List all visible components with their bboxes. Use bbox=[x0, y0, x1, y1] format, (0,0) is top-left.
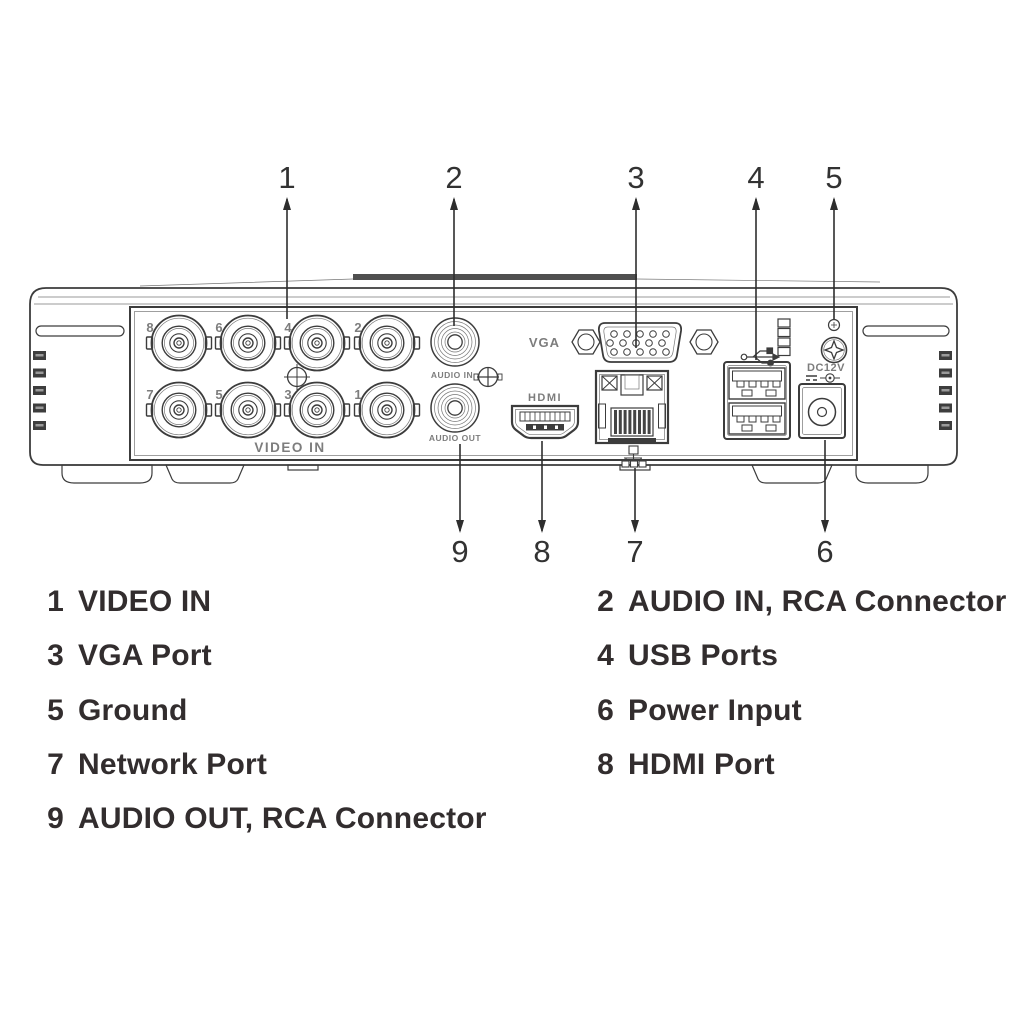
bnc-label-4: 4 bbox=[284, 320, 292, 335]
dvr-rear-panel-diagram: 8 6 4 2 7 5 3 1 VIDEO IN AUDIO IN AUDIO … bbox=[29, 160, 958, 569]
callout-arrowheads bbox=[283, 197, 838, 533]
left-handle-slot bbox=[35, 325, 125, 337]
legend-label: AUDIO OUT, RCA Connector bbox=[78, 802, 487, 835]
audio-out-label: AUDIO OUT bbox=[429, 433, 482, 443]
right-vents bbox=[939, 351, 952, 430]
legend-item: 9 AUDIO OUT, RCA Connector bbox=[40, 803, 487, 835]
left-vents bbox=[33, 351, 46, 430]
legend-label: USB Ports bbox=[628, 639, 779, 672]
vga-nut-left bbox=[571, 329, 601, 355]
legend-num: 9 bbox=[47, 802, 64, 835]
legend-item: 5 Ground bbox=[40, 695, 188, 727]
rj45-pins bbox=[614, 410, 651, 434]
vga-label: VGA bbox=[529, 335, 560, 350]
legend-item: 1 VIDEO IN bbox=[40, 586, 211, 618]
legend-label: AUDIO IN, RCA Connector bbox=[628, 585, 1007, 618]
vga-pins bbox=[606, 330, 670, 356]
callout-1: 1 bbox=[278, 160, 295, 195]
bnc-label-8: 8 bbox=[146, 320, 153, 335]
legend-item: 4 USB Ports bbox=[590, 640, 778, 672]
panel-screw-icon bbox=[284, 364, 310, 390]
bnc-label-3: 3 bbox=[284, 387, 291, 402]
hdmi-port: HDMI bbox=[510, 392, 580, 440]
port-panel bbox=[129, 306, 858, 461]
audio-in-rca: AUDIO IN bbox=[430, 317, 503, 388]
legend-num: 6 bbox=[597, 694, 614, 727]
ground-screw bbox=[820, 318, 848, 364]
legend-item: 7 Network Port bbox=[40, 749, 267, 781]
callout-8: 8 bbox=[533, 534, 550, 569]
callout-5: 5 bbox=[825, 160, 842, 195]
legend-label: VIDEO IN bbox=[78, 585, 212, 618]
bnc-label-6: 6 bbox=[215, 320, 222, 335]
legend-num: 7 bbox=[47, 748, 64, 781]
legend-num: 1 bbox=[47, 585, 64, 618]
audio-in-label: AUDIO IN bbox=[431, 370, 473, 380]
right-handle-slot bbox=[862, 325, 950, 337]
audio-out-rca: AUDIO OUT bbox=[429, 383, 482, 443]
usb-receptacle-top bbox=[728, 367, 786, 400]
legend-num: 2 bbox=[597, 585, 614, 618]
screw-washer-icon bbox=[473, 366, 503, 388]
bnc-label-7: 7 bbox=[146, 387, 153, 402]
legend-num: 4 bbox=[597, 639, 614, 672]
usb-vent-strip bbox=[777, 318, 791, 357]
callout-3: 3 bbox=[627, 160, 644, 195]
top-vent-strip bbox=[353, 274, 637, 280]
legend-num: 3 bbox=[47, 639, 64, 672]
legend-label: Ground bbox=[78, 694, 188, 727]
legend-label: HDMI Port bbox=[628, 748, 775, 781]
hdmi-label: HDMI bbox=[528, 392, 562, 404]
dc-symbol-icon bbox=[806, 373, 840, 383]
feet bbox=[61, 464, 929, 484]
bnc-label-5: 5 bbox=[215, 387, 222, 402]
legend-item: 2 AUDIO IN, RCA Connector bbox=[590, 586, 1007, 618]
legend-item: 6 Power Input bbox=[590, 695, 802, 727]
usb-ports bbox=[723, 318, 791, 440]
callout-2: 2 bbox=[445, 160, 462, 195]
video-in-label: VIDEO IN bbox=[254, 440, 325, 455]
legend-label: Network Port bbox=[78, 748, 268, 781]
led-left bbox=[601, 375, 618, 391]
callout-lines bbox=[286, 199, 835, 531]
led-right bbox=[646, 375, 663, 391]
legend-label: VGA Port bbox=[78, 639, 212, 672]
vga-nut-right bbox=[689, 329, 719, 355]
legend-item: 8 HDMI Port bbox=[590, 749, 775, 781]
bnc-label-1: 1 bbox=[354, 387, 361, 402]
dc12v-label: DC12V bbox=[807, 362, 845, 374]
bnc-video-in-connectors: 8 6 4 2 7 5 3 1 VIDEO IN bbox=[145, 314, 421, 455]
usb-icon bbox=[740, 347, 781, 367]
legend-num: 8 bbox=[597, 748, 614, 781]
legend-item: 3 VGA Port bbox=[40, 640, 212, 672]
legend-num: 5 bbox=[47, 694, 64, 727]
callout-numbers: 1 2 3 4 5 9 8 7 6 bbox=[278, 160, 842, 569]
vga-port: VGA bbox=[529, 322, 719, 363]
chassis-outline bbox=[29, 274, 958, 484]
network-icon bbox=[621, 445, 647, 468]
callout-9: 9 bbox=[451, 534, 468, 569]
bnc-label-2: 2 bbox=[354, 320, 361, 335]
callout-7: 7 bbox=[626, 534, 643, 569]
legend-label: Power Input bbox=[628, 694, 802, 727]
callout-6: 6 bbox=[816, 534, 833, 569]
usb-receptacle-bottom bbox=[728, 402, 786, 435]
network-port bbox=[594, 369, 670, 468]
power-input: DC12V bbox=[798, 362, 846, 439]
callout-4: 4 bbox=[747, 160, 764, 195]
